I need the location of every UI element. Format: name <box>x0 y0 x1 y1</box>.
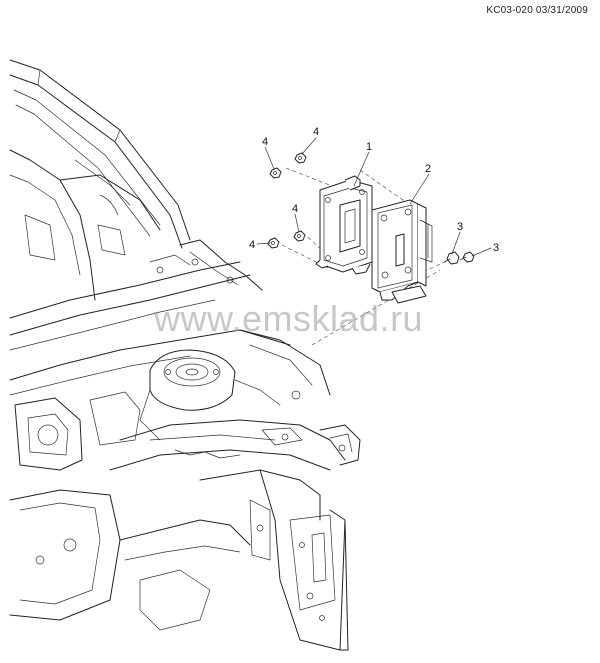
mounting-bracket <box>371 199 433 304</box>
control-module-assembly: 1 2 3 3 4 4 4 4 <box>249 126 499 346</box>
callout-4-d: 4 <box>249 239 255 251</box>
callout-2: 2 <box>425 163 431 175</box>
callout-4-c: 4 <box>292 203 298 215</box>
nut-fasteners <box>267 152 307 249</box>
callout-3-b: 3 <box>493 242 499 254</box>
callout-3-a: 3 <box>457 221 463 233</box>
callout-4-b: 4 <box>262 136 268 148</box>
vehicle-body-structure <box>9 59 361 651</box>
callout-4-a: 4 <box>313 126 319 138</box>
watermark-text: www.emsklad.ru <box>154 298 424 339</box>
bolt-fasteners <box>443 251 475 265</box>
callout-1: 1 <box>366 141 372 153</box>
callout-leaders <box>256 137 492 257</box>
document-code: KC03-020 03/31/2009 <box>486 5 588 16</box>
control-module <box>315 175 373 275</box>
